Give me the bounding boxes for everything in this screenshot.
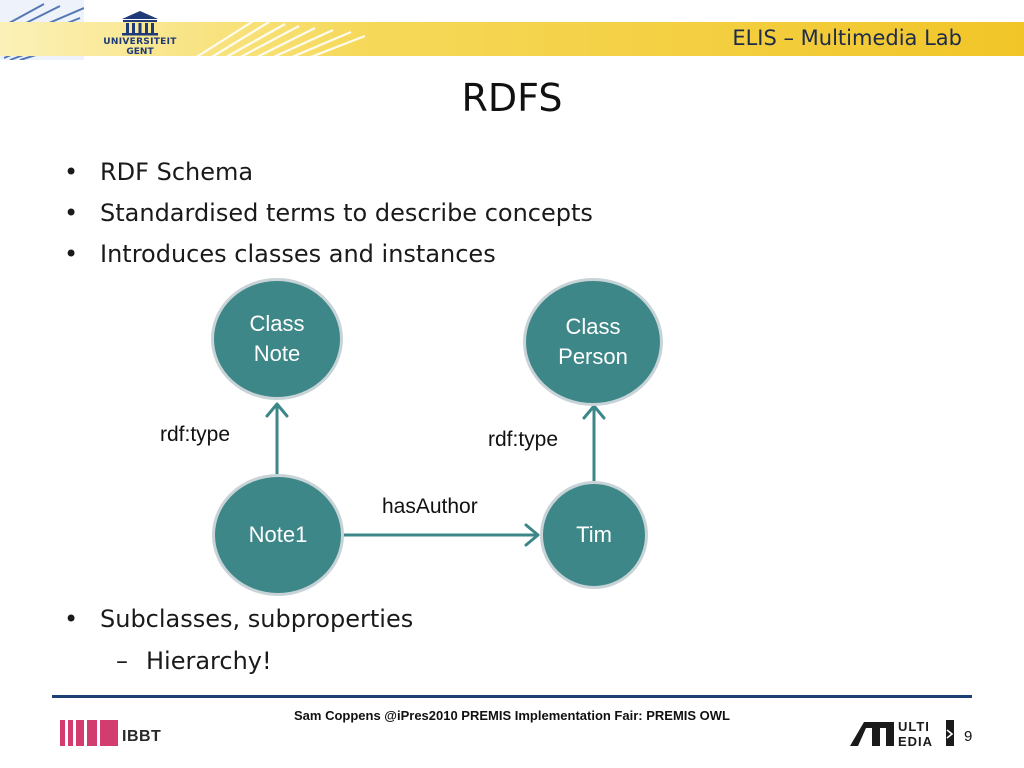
node-tim: Tim bbox=[540, 481, 648, 589]
sub-bullet-dash: – bbox=[116, 647, 128, 675]
node-class-person-line2: Person bbox=[558, 344, 628, 369]
node-class-person: Class Person bbox=[523, 278, 663, 406]
node-class-note: Class Note bbox=[211, 278, 343, 400]
node-note1-label: Note1 bbox=[248, 522, 308, 547]
bullet-text: Introduces classes and instances bbox=[100, 240, 496, 268]
arrowhead-class-note bbox=[265, 402, 289, 418]
multimedia-lab-logo: ULTI EDIA bbox=[850, 719, 954, 749]
sub-bullet: –Hierarchy! bbox=[116, 642, 272, 680]
bullet-glyph: • bbox=[64, 199, 79, 227]
ghent-university-logo: UNIVERSITEIT GENT bbox=[100, 10, 180, 68]
edge-label-note1-type: rdf:type bbox=[160, 423, 231, 446]
node-class-note-line1: Class bbox=[249, 311, 305, 336]
bullet-glyph: • bbox=[64, 605, 79, 633]
bullet-item: • Subclasses, subproperties bbox=[62, 600, 413, 638]
node-tim-label: Tim bbox=[576, 522, 612, 547]
sub-bullet-text: Hierarchy! bbox=[146, 647, 272, 675]
ibbt-bars-icon bbox=[60, 720, 118, 746]
node-class-person-line1: Class bbox=[565, 314, 621, 339]
arrowhead-tim bbox=[524, 523, 540, 547]
bullet-item: • Introduces classes and instances bbox=[62, 234, 593, 275]
logo-line-1: UNIVERSITEIT bbox=[103, 37, 177, 47]
university-building-icon bbox=[122, 11, 158, 36]
ibbt-label: IBBT bbox=[122, 728, 162, 745]
bullet-text: Standardised terms to describe concepts bbox=[100, 199, 593, 227]
svg-text:EDIA: EDIA bbox=[898, 734, 933, 749]
bullet-list-2: • Subclasses, subproperties bbox=[62, 600, 413, 638]
footer-divider bbox=[52, 695, 972, 698]
edge-label-tim-type: rdf:type bbox=[488, 428, 559, 451]
header-banner bbox=[0, 22, 1024, 56]
slide-title: RDFS bbox=[461, 76, 563, 120]
edge-label-has-author: hasAuthor bbox=[382, 495, 478, 518]
banner-text: ELIS – Multimedia Lab bbox=[732, 26, 962, 50]
bullet-glyph: • bbox=[64, 240, 79, 268]
bullet-text: RDF Schema bbox=[100, 158, 254, 186]
arrowhead-class-person bbox=[582, 404, 606, 420]
node-note1: Note1 bbox=[212, 474, 344, 596]
texture-decoration-mid bbox=[195, 19, 365, 60]
page-number: 9 bbox=[964, 728, 973, 745]
footer-text: Sam Coppens @iPres2010 PREMIS Implementa… bbox=[294, 708, 730, 723]
bullet-item: • Standardised terms to describe concepts bbox=[62, 193, 593, 234]
logo-line-2: GENT bbox=[126, 47, 154, 57]
bullet-list: • RDF Schema • Standardised terms to descr… bbox=[62, 152, 593, 275]
node-class-note-line2: Note bbox=[253, 341, 301, 366]
bullet-item: • RDF Schema bbox=[62, 152, 593, 193]
bullet-glyph: • bbox=[64, 158, 79, 186]
bullet-text: Subclasses, subproperties bbox=[100, 605, 414, 633]
svg-text:ULTI: ULTI bbox=[898, 719, 930, 734]
